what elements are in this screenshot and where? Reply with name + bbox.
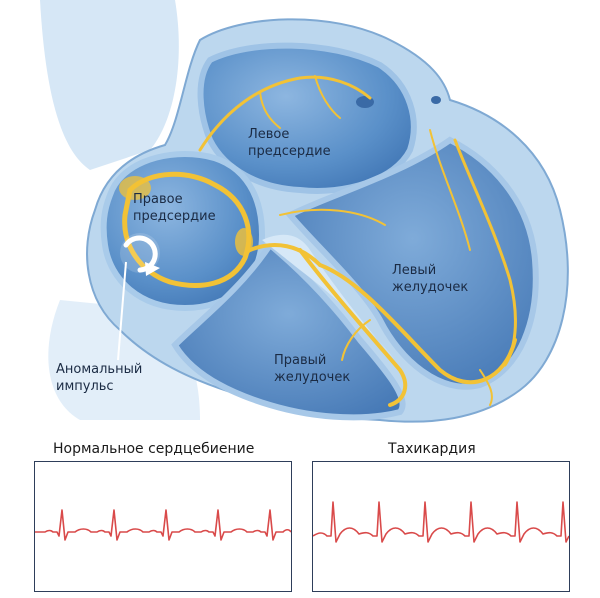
ecg-tachycardia-panel — [312, 461, 570, 592]
label-abnormal-impulse: Аномальный импульс — [56, 361, 142, 395]
ecg-tachycardia-trace — [313, 462, 569, 591]
valve-detail-small — [431, 96, 441, 104]
label-left-ventricle-line1: Левый — [392, 262, 468, 279]
label-left-atrium-line2: предсердие — [248, 143, 331, 160]
ecg-normal-trace — [35, 462, 291, 591]
label-right-ventricle-line2: желудочек — [274, 369, 350, 386]
label-left-ventricle: Левый желудочек — [392, 262, 468, 296]
ecg-normal-line — [35, 510, 291, 540]
label-right-atrium-line1: Правое — [133, 191, 216, 208]
label-abnormal-impulse-line1: Аномальный — [56, 361, 142, 378]
ecg-tachycardia-line — [313, 502, 569, 542]
label-left-atrium-line1: Левое — [248, 126, 331, 143]
vessel-left — [40, 0, 179, 170]
ecg-normal-caption: Нормальное сердцебиение — [53, 441, 254, 457]
label-right-atrium-line2: предсердие — [133, 208, 216, 225]
label-left-ventricle-line2: желудочек — [392, 279, 468, 296]
label-right-ventricle-line1: Правый — [274, 352, 350, 369]
label-left-atrium: Левое предсердие — [248, 126, 331, 160]
label-right-ventricle: Правый желудочек — [274, 352, 350, 386]
ecg-tachycardia-caption: Тахикардия — [388, 441, 476, 457]
ecg-normal-panel — [34, 461, 292, 592]
label-right-atrium: Правое предсердие — [133, 191, 216, 225]
label-abnormal-impulse-line2: импульс — [56, 378, 142, 395]
